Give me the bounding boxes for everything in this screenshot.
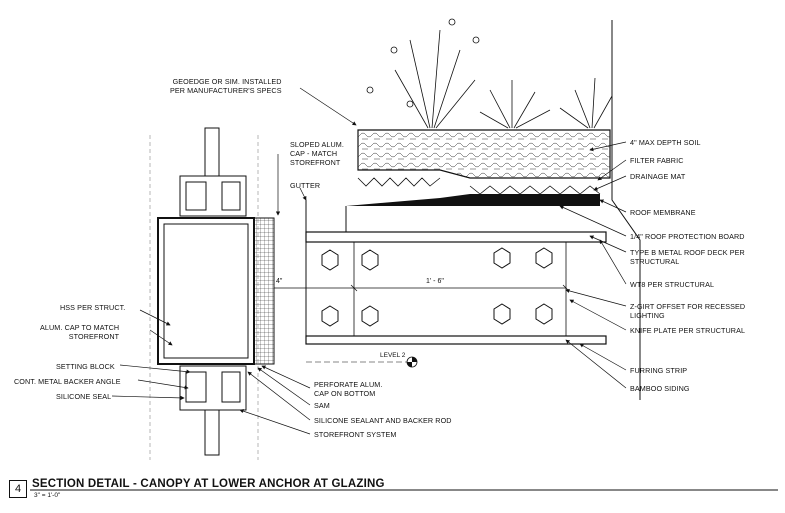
label-hss: HSS PER STRUCT. xyxy=(60,303,126,312)
leaders-left xyxy=(111,87,357,401)
leaders-bottom xyxy=(239,365,311,435)
label-perforate: PERFORATE ALUM. CAP ON BOTTOM xyxy=(314,380,383,398)
dimension-small: 4" xyxy=(276,278,283,285)
detail-number: 4 xyxy=(9,480,27,498)
label-alum-cap: ALUM. CAP TO MATCH STOREFRONT xyxy=(40,323,120,341)
label-wt8: WT8 PER STRUCTURAL xyxy=(630,280,715,289)
label-filter: FILTER FABRIC xyxy=(630,156,684,165)
label-sealant: SILICONE SEALANT AND BACKER ROD xyxy=(314,416,452,425)
label-furring: FURRING STRIP xyxy=(630,366,688,375)
level-label: LEVEL 2 xyxy=(380,352,406,359)
label-zgirt: Z-GIRT OFFSET FOR RECESSED LIGHTING xyxy=(630,302,746,320)
label-bamboo: BAMBOO SIDING xyxy=(630,384,690,393)
planter xyxy=(346,129,611,206)
label-knife: KNIFE PLATE PER STRUCTURAL xyxy=(630,326,746,335)
dimension-line xyxy=(274,284,570,292)
level-marker xyxy=(306,356,418,368)
storefront-mullion-upper xyxy=(179,127,247,217)
label-storefront: STOREFRONT SYSTEM xyxy=(314,430,397,439)
label-deck: TYPE B METAL ROOF DECK PER STRUCTURAL xyxy=(630,248,745,266)
label-backer-angle: CONT. METAL BACKER ANGLE xyxy=(14,377,121,386)
detail-title: SECTION DETAIL - CANOPY AT LOWER ANCHOR … xyxy=(32,478,385,490)
storefront-mullion-lower xyxy=(179,365,247,456)
label-setting-block: SETTING BLOCK xyxy=(56,362,115,371)
label-drainage: DRAINAGE MAT xyxy=(630,172,686,181)
plants xyxy=(366,18,613,129)
label-sam: SAM xyxy=(314,401,330,410)
label-protection: 1/4" ROOF PROTECTION BOARD xyxy=(630,232,745,241)
dimension-span: 1' - 6" xyxy=(426,278,444,285)
label-sloped-cap: SLOPED ALUM. CAP - MATCH STOREFRONT xyxy=(290,140,344,167)
label-soil: 4" MAX DEPTH SOIL xyxy=(630,138,701,147)
roof-deck xyxy=(305,231,607,345)
detail-scale: 3" = 1'-0" xyxy=(34,492,61,499)
leaders-right xyxy=(559,141,627,389)
parapet-wall xyxy=(611,20,641,400)
perforated-cap xyxy=(253,217,275,365)
label-silicone-seal: SILICONE SEAL xyxy=(56,392,112,401)
label-membrane: ROOF MEMBRANE xyxy=(630,208,696,217)
gutter xyxy=(305,200,347,233)
label-geoedge: GEOEDGE OR SIM. INSTALLED PER MANUFACTUR… xyxy=(170,77,282,95)
hss-tube xyxy=(157,217,255,365)
label-gutter: GUTTER xyxy=(290,181,321,190)
